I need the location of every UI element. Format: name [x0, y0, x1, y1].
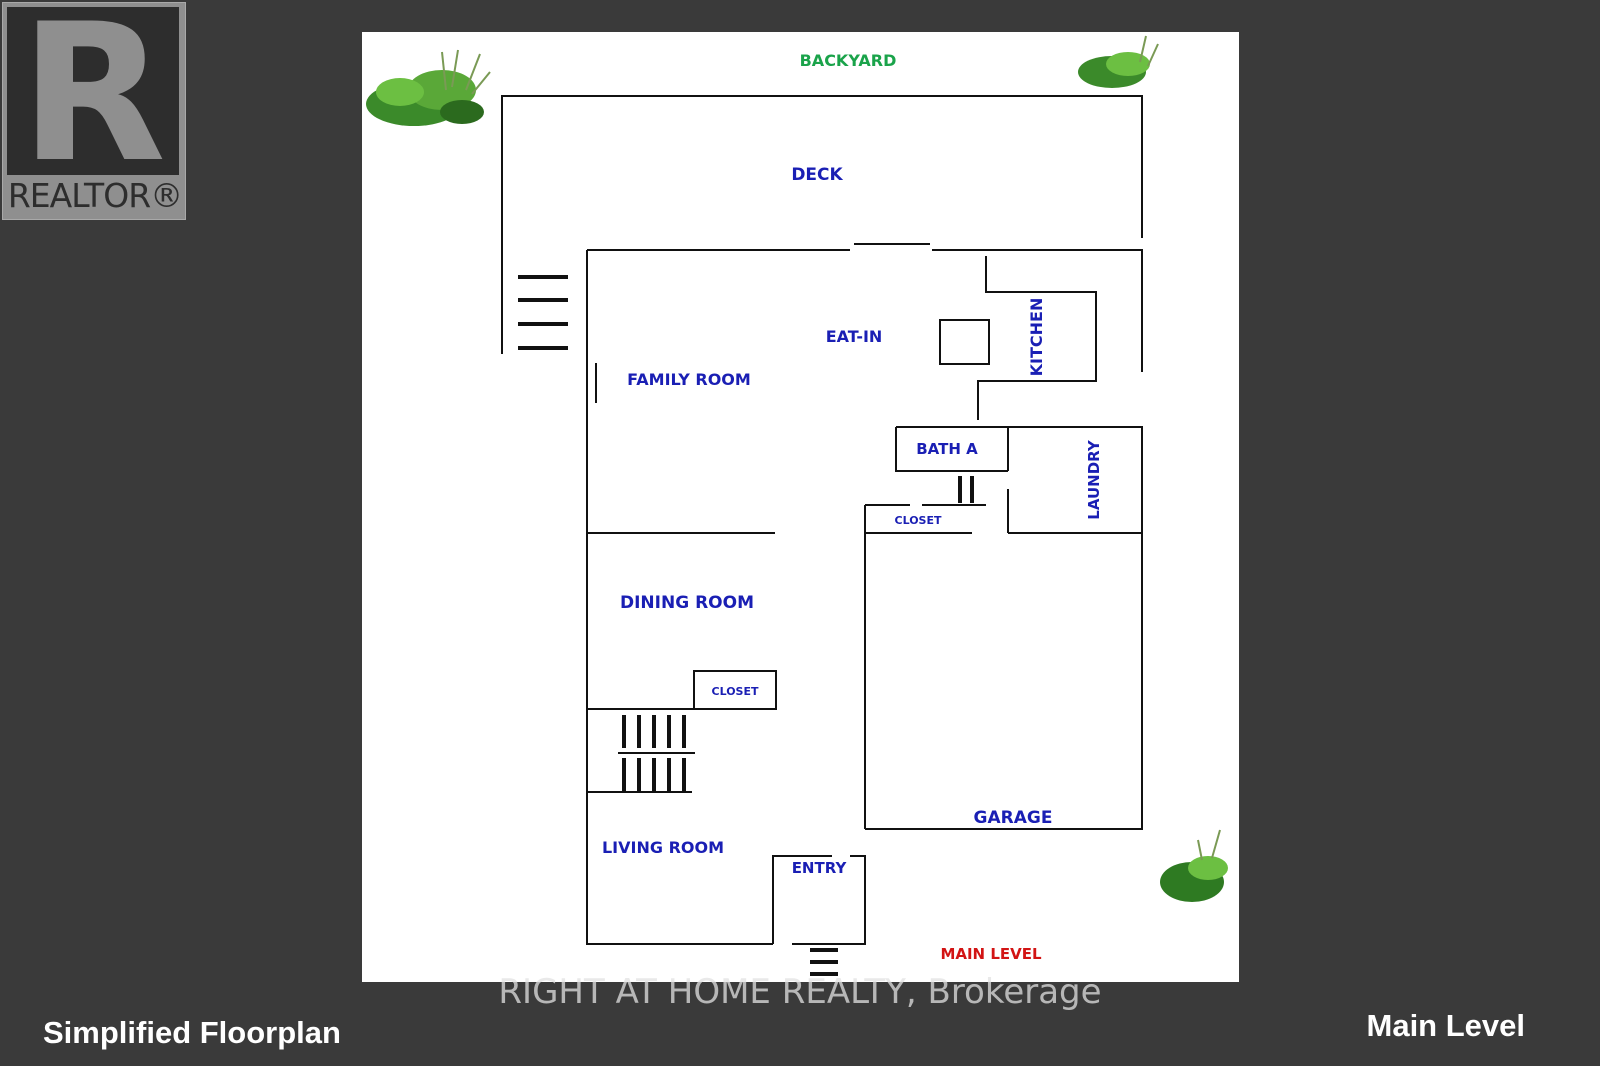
main-level-label: MAIN LEVEL	[940, 945, 1042, 963]
closet-label-lower: CLOSET	[712, 685, 759, 698]
eat-in-label: EAT-IN	[826, 327, 883, 346]
garage-label: GARAGE	[974, 808, 1053, 828]
stairs-icon	[618, 715, 695, 792]
brokerage-watermark: RIGHT AT HOME REALTY, Brokerage	[498, 972, 1102, 1012]
shrub-icon	[1078, 35, 1159, 88]
entry-label: ENTRY	[792, 859, 848, 877]
caption-main-level: Main Level	[1366, 1008, 1526, 1043]
floorplan-diagram: BACKYARD DECK EAT-IN KITCHEN FAMILY ROOM…	[366, 35, 1228, 976]
realtor-logo-wordmark: REALTOR®	[7, 176, 183, 215]
floorplan-sheet: BACKYARD DECK EAT-IN KITCHEN FAMILY ROOM…	[362, 32, 1239, 982]
stairs-icon	[810, 948, 838, 976]
realtor-logo-mark: R	[7, 0, 179, 189]
closet-label-upper: CLOSET	[895, 514, 942, 527]
shrub-icon	[1160, 829, 1228, 902]
kitchen-label: KITCHEN	[1027, 298, 1046, 377]
backyard-label: BACKYARD	[800, 51, 897, 70]
stairs-icon	[958, 476, 974, 503]
deck-label: DECK	[791, 165, 843, 185]
stairs-icon	[518, 275, 568, 350]
bath-label: BATH A	[916, 440, 978, 458]
floorplan-walls	[501, 95, 1143, 945]
dining-room-label: DINING ROOM	[620, 593, 754, 613]
realtor-logo: R REALTOR®	[2, 0, 186, 220]
realtor-logo-letter: R	[19, 0, 167, 204]
caption-simplified-floorplan: Simplified Floorplan	[43, 1015, 341, 1050]
family-room-label: FAMILY ROOM	[627, 370, 751, 389]
living-room-label: LIVING ROOM	[602, 838, 724, 857]
laundry-label: LAUNDRY	[1085, 439, 1103, 520]
shrub-icon	[366, 49, 491, 126]
